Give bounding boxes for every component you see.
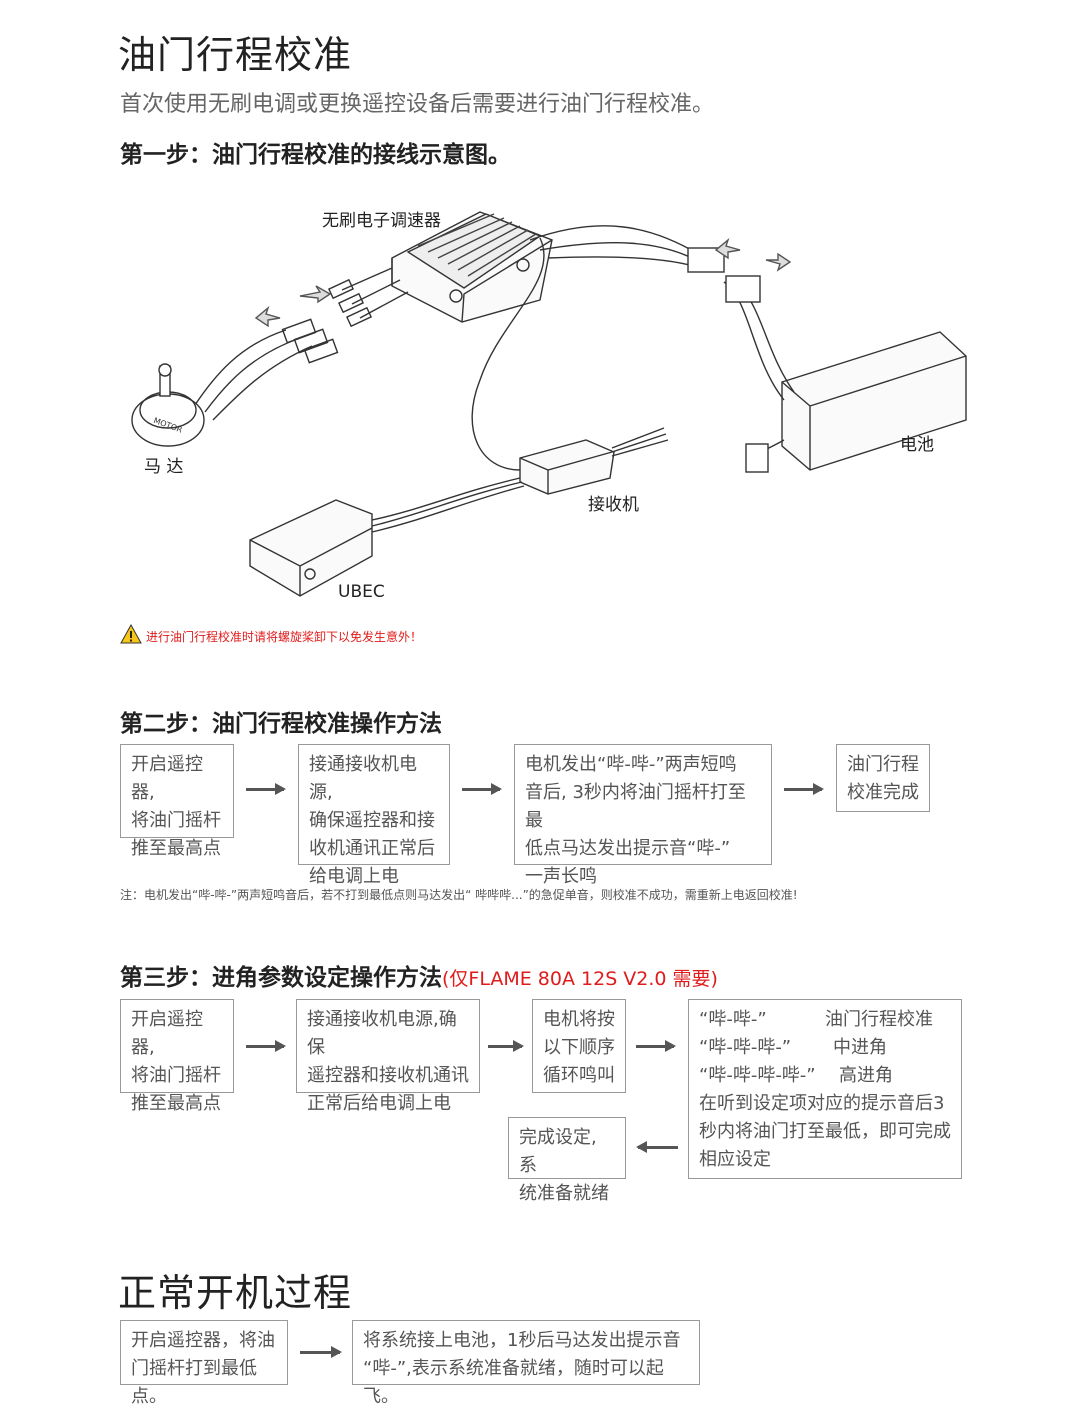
ubec-illustration — [249, 477, 525, 597]
page-title: 油门行程校准 — [118, 33, 353, 77]
warning-icon — [120, 624, 142, 644]
step2-arrow-1 — [246, 783, 286, 795]
startup-box-2: 将系统接上电池，1秒后马达发出提示音“哔-”,表示系统准备就绪，随时可以起飞。 — [352, 1320, 700, 1407]
step3-title: 第三步：进角参数设定操作方法(仅FLAME 80A 12S V2.0 需要) — [120, 965, 718, 991]
startup-arrow — [300, 1346, 342, 1358]
beep-row-2: “哔-哔-哔-”中进角 — [699, 1037, 887, 1058]
step3-box-done: 完成设定, 系统准备就绪 — [508, 1117, 626, 1204]
beep-row-1: “哔-哔-”油门行程校准 — [699, 1009, 933, 1030]
step3-title-red: (仅FLAME 80A 12S V2.0 需要) — [442, 968, 718, 990]
motor-illustration — [131, 318, 339, 447]
startup-box-1: 开启遥控器，将油门摇杆打到最低点。 — [120, 1320, 288, 1407]
receiver-label: 接收机 — [588, 495, 639, 515]
step2-box-3: 电机发出“哔-哔-”两声短鸣音后, 3秒内将油门摇杆打至最低点马达发出提示音“哔… — [514, 744, 772, 887]
warning-text: 进行油门行程校准时请将螺旋桨卸下以免发生意外！ — [146, 630, 423, 644]
step2-box-4: 油门行程校准完成 — [836, 744, 930, 812]
step3-arrow-1 — [246, 1040, 286, 1052]
esc-label: 无刷电子调速器 — [322, 211, 441, 231]
step3-box-sequence: “哔-哔-”油门行程校准 “哔-哔-哔-”中进角 “哔-哔-哔-哔-”高进角 在… — [688, 999, 962, 1179]
step3-arrow-back — [636, 1141, 678, 1153]
step2-box-2: 接通接收机电源,确保遥控器和接收机通讯正常后给电调上电 — [298, 744, 450, 887]
page-subtitle: 首次使用无刷电调或更换遥控设备后需要进行油门行程校准。 — [120, 92, 715, 117]
step3-arrow-3 — [636, 1040, 676, 1052]
ubec-label: UBEC — [338, 582, 385, 602]
receiver-illustration — [471, 237, 669, 495]
esc-illustration — [327, 211, 725, 328]
step3-box-1: 开启遥控器,将油门摇杆推至最高点 — [120, 999, 234, 1114]
step2-title: 第二步：油门行程校准操作方法 — [120, 711, 442, 737]
step1-title: 第一步：油门行程校准的接线示意图。 — [120, 142, 511, 168]
battery-illustration — [723, 275, 967, 473]
motor-label: 马 达 — [144, 457, 184, 477]
step2-arrow-2 — [462, 783, 502, 795]
step2-arrow-3 — [784, 783, 824, 795]
wiring-diagram: MOTOR — [131, 211, 967, 597]
battery-label: 电池 — [900, 435, 934, 455]
step2-box-1: 开启遥控器,将油门摇杆推至最高点 — [120, 744, 234, 859]
step3-box-3: 电机将按以下顺序循环鸣叫 — [532, 999, 626, 1093]
step3-box-2: 接通接收机电源,确保遥控器和接收机通讯正常后给电调上电 — [296, 999, 480, 1114]
startup-title: 正常开机过程 — [118, 1271, 353, 1315]
beep-row-3: “哔-哔-哔-哔-”高进角 — [699, 1065, 893, 1086]
step2-note: 注：电机发出“哔-哔-”两声短鸣音后，若不打到最低点则马达发出“ 哔哔哔...”… — [120, 888, 798, 902]
step3-arrow-2 — [488, 1040, 524, 1052]
